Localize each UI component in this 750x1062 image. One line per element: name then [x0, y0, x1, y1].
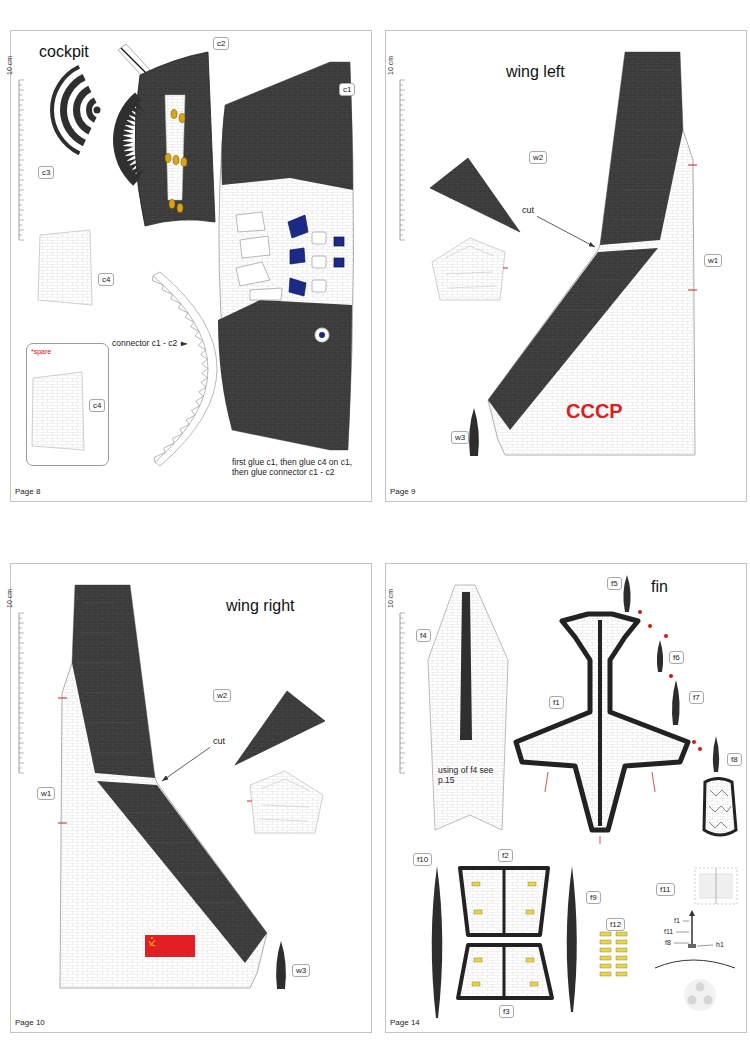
part-name: f8	[731, 754, 738, 765]
ruler-label: 10 cm	[387, 56, 394, 75]
part-name: h1	[716, 941, 724, 949]
glue-teeth	[152, 276, 208, 462]
part-label: f1	[549, 696, 564, 709]
part-name: f1	[553, 697, 560, 708]
part-name: w1	[708, 255, 718, 266]
leader-line	[697, 945, 713, 947]
part-label: w1	[704, 254, 722, 267]
part-name: f11	[660, 884, 671, 895]
cockpit-parts	[32, 44, 354, 466]
part-label: f3	[499, 1005, 514, 1018]
leader-arrow	[162, 747, 210, 781]
part-label: c4	[89, 399, 105, 412]
ruler	[19, 613, 24, 773]
leader-line	[676, 932, 689, 933]
part-name: f2	[502, 850, 509, 861]
leader-lines	[162, 216, 713, 946]
ruler-label: 10 cm	[387, 589, 394, 608]
instruction-note: using of f4 see p.15	[438, 766, 500, 786]
page-heading: cockpit	[39, 43, 89, 61]
instruction-note: first glue c1, then glue c4 on c1, then …	[232, 458, 357, 478]
page-heading: fin	[651, 578, 668, 596]
part-name: f11	[664, 928, 673, 936]
spare-panel: *spare c4	[26, 343, 109, 466]
part-label: w2	[213, 689, 231, 702]
part-label: f11	[656, 883, 675, 896]
soviet-flag	[145, 935, 195, 957]
leader-arrow	[180, 343, 187, 344]
part-label: w1	[37, 787, 55, 800]
part-name: w3	[455, 432, 465, 443]
country-marking: CCCP	[566, 400, 623, 423]
page-heading: wing right	[226, 597, 294, 615]
page-number: Page 14	[390, 1018, 420, 1028]
part-name: c3	[42, 167, 50, 178]
part-name: f7	[693, 692, 700, 703]
part-label: f7	[689, 691, 704, 704]
part-name: f8	[665, 939, 671, 947]
part-label: c4	[98, 273, 114, 286]
ruler	[19, 80, 24, 240]
part-label: f12	[606, 918, 625, 931]
c3-rings	[50, 65, 97, 155]
part-label: f5	[607, 577, 622, 590]
template-page: wing rightPage 10 w2 w1 w3	[10, 563, 372, 1033]
leader-line	[683, 921, 689, 922]
part-name: w2	[533, 152, 543, 163]
scripted-art	[19, 65, 405, 773]
wing-parts	[430, 52, 697, 456]
cut-note: cut	[522, 205, 534, 215]
part-name: w3	[296, 965, 306, 976]
ruler-label: 10 cm	[6, 56, 13, 75]
ruler-label: 10 cm	[6, 589, 13, 608]
part-name: f9	[590, 892, 597, 903]
page-number: Page 9	[390, 487, 415, 497]
part-label: f9	[586, 891, 601, 904]
part-name: w2	[217, 690, 227, 701]
part-name: f6	[673, 652, 680, 663]
part-label: f4	[416, 629, 431, 642]
part-name: c1	[343, 84, 351, 95]
part-name: f1	[674, 917, 680, 925]
part-name: f5	[611, 578, 618, 589]
part-name: f4	[420, 630, 427, 641]
template-page: wing leftPage 9 w2 w1 w3	[385, 30, 747, 502]
page-heading: wing left	[506, 63, 565, 81]
part-name: f3	[503, 1006, 510, 1017]
part-label: c3	[38, 166, 54, 179]
page-number: Page 8	[15, 487, 40, 497]
part-label: f2	[498, 849, 513, 862]
part-name: f12	[610, 919, 621, 930]
ruler	[400, 80, 405, 240]
ruler	[400, 613, 405, 773]
wing-parts-mirrored	[58, 585, 325, 989]
leader-arrow	[537, 216, 595, 247]
cut-note: cut	[213, 736, 225, 746]
leader-line	[674, 943, 689, 944]
part-label: w3	[451, 431, 469, 444]
part-label: w3	[292, 964, 310, 977]
connector-note: connector c1 - c2	[112, 339, 177, 349]
part-name: w1	[41, 788, 51, 799]
spare-note: *spare	[31, 347, 51, 356]
part-name: f10	[417, 854, 428, 865]
template-page: finPage 14 f5 f4 f6 f1 f7 f8 f2 f10 f9 f11 f12 f3	[385, 563, 747, 1033]
part-name: c4	[102, 274, 110, 285]
part-label: f8	[727, 753, 742, 766]
template-page: cockpitPage 8 c2 c1 c3 c4 *spare c4	[10, 30, 372, 502]
part-label: w2	[529, 151, 547, 164]
part-label: c2	[213, 37, 229, 50]
part-label: f6	[669, 651, 684, 664]
part-label: c1	[339, 83, 355, 96]
part-name: c2	[217, 38, 225, 49]
part-name: c4	[93, 400, 101, 411]
fin-parts	[428, 575, 737, 1018]
page-number: Page 10	[15, 1018, 45, 1028]
part-label: f10	[413, 853, 432, 866]
